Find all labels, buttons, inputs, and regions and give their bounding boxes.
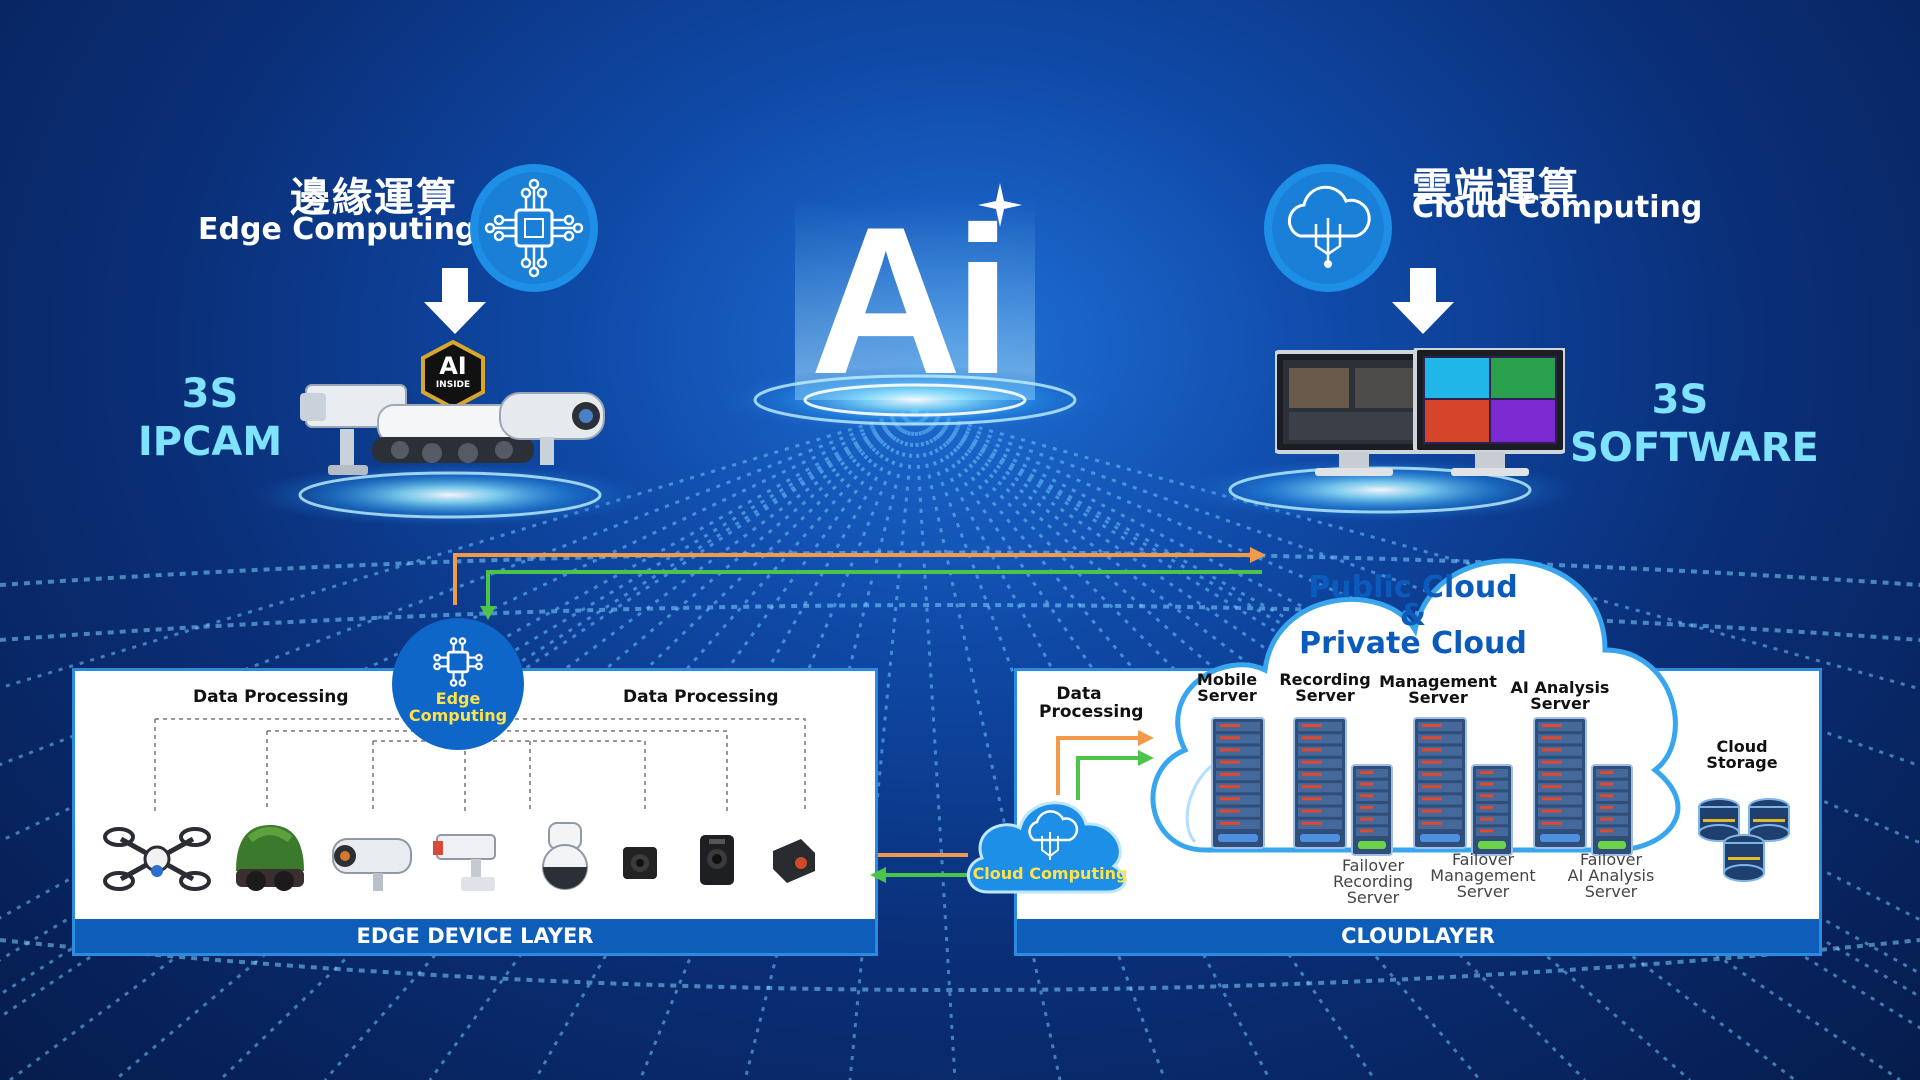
mini-camera-icon (773, 839, 815, 883)
cube-camera-icon (623, 847, 657, 879)
failover-management-line3: Server (1456, 882, 1510, 901)
cloud-title: Public Cloud & Private Cloud (1283, 570, 1543, 661)
failover-management-label: Failover Management Server (1418, 852, 1548, 900)
failover-recording-line3: Server (1346, 888, 1400, 907)
failover-ai-analysis-line2: AI Analysis (1567, 866, 1655, 885)
ipcam-products-icon (300, 384, 605, 475)
edge-to-cloud-orange-arrow (453, 553, 1250, 605)
server-racks (1211, 717, 1633, 856)
mobile-server-label: Mobile Server (1167, 672, 1287, 704)
edge-devices-row (103, 822, 815, 891)
mobile-server-line1: Mobile (1196, 670, 1258, 689)
cloud-data-processing: Data Processing (1039, 684, 1144, 722)
mobile-server-rack (1211, 717, 1265, 849)
cloud-computing-connector-icon (966, 801, 1127, 894)
cloud-processing-green-arrow (1076, 756, 1140, 800)
cloud-down-arrow-icon (1392, 268, 1454, 334)
cloud-computing-connector-label: Cloud Computing (972, 864, 1128, 883)
cloud-title-cn: 雲端運算 (1412, 165, 1580, 211)
failover-ai-analysis-label: Failover AI Analysis Server (1546, 852, 1676, 900)
ai-analysis-server-line1: AI Analysis (1510, 678, 1610, 697)
management-server-line2: Server (1408, 688, 1468, 707)
edge-title-en: Edge Computing (198, 212, 477, 247)
management-server-rack (1413, 717, 1467, 849)
ptz-dome-camera-icon (542, 822, 588, 890)
edge-hub-label: Edge Computing (390, 690, 526, 724)
edge-computing-hub-icon (392, 618, 524, 750)
binary-ground-bands (0, 550, 1920, 992)
cloud-storage-icon (1698, 798, 1790, 882)
failover-management-rack (1471, 764, 1513, 856)
edge-hub-line1: Edge (435, 689, 481, 708)
edge-chip-icon (470, 164, 598, 292)
bullet-camera-icon (332, 838, 412, 891)
cloud-title-line1: Public Cloud (1308, 570, 1518, 605)
cloud-to-edge-green-arrow (486, 570, 1262, 608)
cloud-title-en: Cloud Computing (1412, 190, 1703, 225)
ai-inside-badge-top: AI (439, 352, 467, 380)
cloud-storage-line2: Storage (1706, 753, 1778, 772)
box-camera-icon (433, 834, 496, 891)
failover-recording-line1: Failover (1341, 856, 1405, 875)
failover-management-line1: Failover (1451, 850, 1515, 869)
software-label-line2: SOFTWARE (1570, 425, 1819, 471)
failover-ai-analysis-line3: Server (1584, 882, 1638, 901)
edge-left-data-processing: Data Processing (193, 687, 349, 707)
recording-server-line1: Recording (1279, 670, 1371, 689)
helmet-camera-icon (236, 825, 304, 891)
software-label: 3S SOFTWARE (1570, 376, 1819, 472)
failover-recording-label: Failover Recording Server (1308, 858, 1438, 906)
ipcam-label: 3S IPCAM (130, 370, 290, 466)
recording-server-rack (1293, 717, 1347, 849)
software-monitors-icon (1275, 348, 1565, 476)
ai-logo: Ai (810, 183, 1012, 418)
cloud-title-line3: Private Cloud (1299, 626, 1527, 661)
edge-right-data-processing: Data Processing (623, 687, 779, 707)
failover-recording-rack (1351, 764, 1393, 856)
ipcam-label-line2: IPCAM (137, 419, 283, 465)
cloud-data-processing-line2: Processing (1039, 702, 1144, 722)
cloud-layer-footer: CLOUDLAYER (1017, 919, 1819, 953)
ai-platform (715, 366, 1115, 434)
body-camera-icon (700, 835, 734, 885)
failover-recording-line2: Recording (1332, 872, 1414, 891)
mobile-server-line2: Server (1197, 686, 1257, 705)
cloud-storage-label: Cloud Storage (1687, 739, 1797, 771)
management-server-line1: Management (1379, 672, 1497, 691)
cloud-title-line2: & (1399, 598, 1427, 633)
recording-server-label: Recording Server (1265, 672, 1385, 704)
edge-device-layer-footer: EDGE DEVICE LAYER (75, 919, 875, 953)
cloud-data-processing-line1: Data (1056, 684, 1102, 704)
edge-down-arrow-icon (424, 268, 486, 334)
edge-title-cn: 邊緣運算 (290, 175, 458, 221)
cloud-computing-icon (1264, 164, 1392, 292)
ai-inside-badge-bottom: INSIDE (435, 380, 471, 390)
software-label-line1: 3S (1651, 377, 1709, 423)
ai-analysis-server-line2: Server (1530, 694, 1590, 713)
ipcam-label-line1: 3S (181, 371, 239, 417)
sparkle-icon (978, 183, 1022, 227)
edge-hub-line2: Computing (408, 706, 508, 725)
recording-server-line2: Server (1295, 686, 1355, 705)
failover-management-line2: Management (1430, 866, 1536, 885)
ai-analysis-server-rack (1533, 717, 1587, 849)
cloud-storage-line1: Cloud (1716, 737, 1768, 756)
drone-icon (103, 827, 211, 891)
failover-ai-analysis-rack (1591, 764, 1633, 856)
failover-ai-analysis-line1: Failover (1579, 850, 1643, 869)
management-server-label: Management Server (1378, 674, 1498, 706)
cloud-processing-orange-arrow (1056, 736, 1140, 795)
ai-analysis-server-label: AI Analysis Server (1500, 680, 1620, 712)
